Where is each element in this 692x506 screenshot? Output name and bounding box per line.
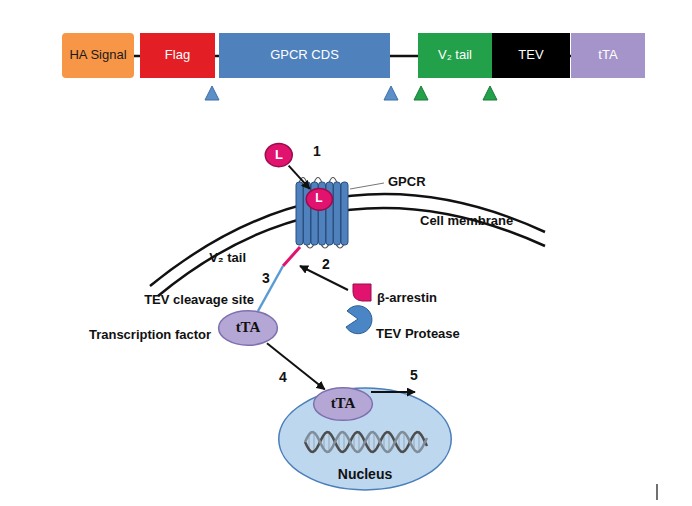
site-triangle [483, 86, 497, 100]
corner-bar [656, 484, 657, 500]
callout-number: 4 [279, 369, 287, 385]
gpcr-receptor [296, 178, 348, 249]
node-text: L [271, 148, 287, 163]
dna-rung [359, 432, 360, 451]
node-text: tTA [327, 395, 360, 412]
node-text: Flag [161, 48, 194, 63]
part-label: V₂ tail [209, 251, 246, 266]
v2-tail-line [283, 247, 300, 266]
dna-rung [344, 432, 345, 451]
site-triangle [384, 86, 398, 100]
ligand-circle-fill [265, 143, 292, 166]
callout-number: 3 [262, 270, 270, 286]
callout-number: 2 [322, 256, 330, 272]
flow-arrow [289, 166, 310, 189]
tta-ellipse: tTA [313, 387, 373, 421]
flow-arrow [267, 343, 325, 389]
dna-helix [305, 432, 427, 452]
node-text: L [311, 192, 326, 206]
art-stroke [334, 182, 341, 245]
dna-strand [305, 432, 427, 452]
art-stroke [296, 182, 303, 245]
part-label: β-arrestin [377, 291, 437, 306]
tta-ellipse-fill [219, 311, 278, 346]
dna-strand [305, 432, 427, 452]
node-text: GPCR CDS [266, 48, 343, 63]
transcription-arrow [371, 391, 415, 393]
leader-line [350, 183, 384, 189]
ligand-circle: L [306, 188, 333, 211]
part-label: TEV Protease [376, 327, 460, 342]
node-text: TEV [514, 48, 547, 63]
callout-number: 5 [410, 367, 418, 383]
node-text: tTA [594, 48, 621, 63]
art-stroke [341, 182, 348, 245]
nucleus-ellipse: Nucleus tTA [277, 386, 453, 492]
cleavage-linker [258, 266, 283, 311]
arrestin-shape [353, 284, 371, 301]
site-triangle [414, 86, 428, 100]
construct-segment: tTA [571, 33, 645, 78]
tta-ellipse-fill [314, 388, 373, 421]
part-label: TEV cleavage site [144, 293, 254, 308]
node-text: Nucleus [334, 466, 396, 482]
protease-shape [346, 306, 372, 334]
dna-rung [329, 432, 330, 451]
construct-segment: V₂ tail [418, 33, 492, 78]
dna-rung [404, 432, 405, 451]
construct-segment: GPCR CDS [219, 33, 390, 78]
tta-ellipse: tTA [218, 310, 278, 346]
node-text: HA Signal [65, 48, 130, 63]
construct-segment: HA Signal [62, 33, 133, 78]
nucleus-ellipse-fill [279, 388, 451, 490]
membrane-inner [158, 208, 545, 296]
part-label: GPCR [388, 175, 426, 190]
dna-rung [419, 432, 420, 451]
node-text: tTA [232, 319, 265, 336]
site-triangle [205, 86, 219, 100]
dna-rung [374, 432, 375, 451]
construct-segment: Flag [140, 33, 215, 78]
ligand-circle: L [265, 143, 293, 167]
ligand-circle-fill [306, 188, 332, 210]
dna-rung [389, 432, 390, 451]
node-text: V₂ tail [434, 48, 476, 63]
part-label: Transcription factor [89, 328, 211, 343]
construct-segment: TEV [492, 33, 570, 78]
dna-rung [314, 432, 315, 451]
callout-number: 1 [313, 143, 321, 159]
part-label: Cell membrane [420, 214, 513, 229]
